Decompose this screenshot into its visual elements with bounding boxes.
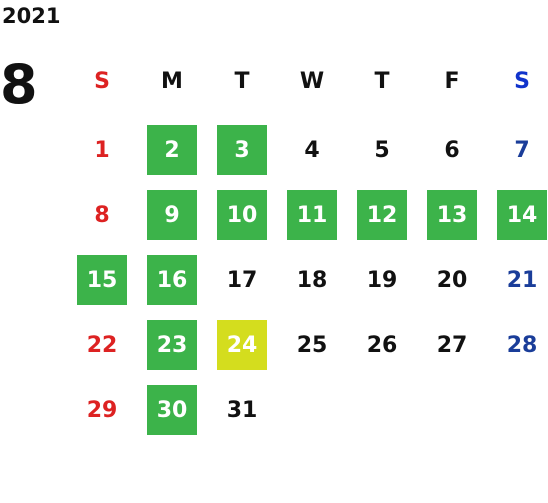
day-cell[interactable]: 22 <box>86 332 118 358</box>
day-cell[interactable]: 11 <box>287 190 337 240</box>
day-cell[interactable]: 18 <box>296 267 328 293</box>
day-cell[interactable]: 31 <box>226 397 258 423</box>
day-cell[interactable]: 16 <box>147 255 197 305</box>
day-cell[interactable]: 29 <box>86 397 118 423</box>
day-cell[interactable]: 24 <box>217 320 267 370</box>
day-cell[interactable]: 8 <box>94 202 110 228</box>
year-label: 2021 <box>2 4 61 28</box>
day-cell[interactable]: 27 <box>436 332 468 358</box>
day-cell[interactable]: 7 <box>514 137 530 163</box>
day-cell[interactable]: 6 <box>444 137 460 163</box>
day-cell[interactable]: 26 <box>366 332 398 358</box>
day-cell[interactable]: 14 <box>497 190 547 240</box>
weekday-header: T <box>374 68 390 94</box>
day-cell[interactable]: 10 <box>217 190 267 240</box>
day-cell[interactable]: 19 <box>366 267 398 293</box>
weekday-header: F <box>444 68 460 94</box>
day-cell[interactable]: 30 <box>147 385 197 435</box>
day-cell[interactable]: 1 <box>94 137 110 163</box>
weekday-header: S <box>514 68 530 94</box>
day-cell[interactable]: 4 <box>304 137 320 163</box>
day-cell[interactable]: 2 <box>147 125 197 175</box>
day-cell[interactable]: 9 <box>147 190 197 240</box>
day-cell[interactable]: 21 <box>506 267 538 293</box>
day-cell[interactable]: 13 <box>427 190 477 240</box>
weekday-header: M <box>161 68 183 94</box>
day-cell[interactable]: 15 <box>77 255 127 305</box>
weekday-header: S <box>94 68 110 94</box>
day-cell[interactable]: 3 <box>217 125 267 175</box>
day-cell[interactable]: 20 <box>436 267 468 293</box>
day-cell[interactable]: 5 <box>374 137 390 163</box>
month-label: 8 <box>0 53 38 116</box>
day-cell[interactable]: 28 <box>506 332 538 358</box>
day-cell[interactable]: 12 <box>357 190 407 240</box>
weekday-header: T <box>234 68 250 94</box>
day-cell[interactable]: 17 <box>226 267 258 293</box>
day-cell[interactable]: 25 <box>296 332 328 358</box>
day-cell[interactable]: 23 <box>147 320 197 370</box>
weekday-header: W <box>299 68 325 94</box>
